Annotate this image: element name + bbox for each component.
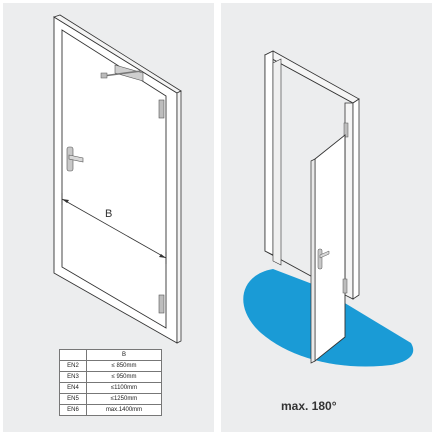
table-row: EN5 ≤1250mm [59, 393, 162, 405]
max-door-width: max.1400mm [86, 404, 162, 416]
max-door-width: ≤1250mm [86, 393, 162, 405]
table-row: EN4 ≤1100mm [59, 382, 162, 394]
open-door-illustration [243, 50, 414, 367]
width-dimension-label: B [105, 208, 113, 220]
door-frame-side [176, 90, 182, 344]
upper-hinge-icon [343, 122, 349, 138]
table-row: EN3 ≤ 950mm [59, 371, 162, 383]
closer-size-class: EN6 [59, 404, 87, 416]
table-header-b: B [86, 349, 162, 361]
table-row: EN2 ≤ 850mm [59, 360, 162, 372]
table-header-row: B [59, 349, 162, 361]
upper-hinge-icon [158, 99, 165, 119]
door-closer-icon [100, 64, 144, 82]
lower-hinge-icon [158, 294, 165, 314]
lever-handle-icon [317, 248, 330, 270]
open-door-leaf [310, 134, 346, 364]
max-door-width: ≤1100mm [86, 382, 162, 394]
max-door-width: ≤ 850mm [86, 360, 162, 372]
width-dimension [61, 193, 167, 264]
door-width-table: B EN2 ≤ 850mm EN3 ≤ 950mm EN4 ≤1100mm EN… [59, 349, 162, 416]
table-header-empty [59, 349, 87, 361]
max-door-width: ≤ 950mm [86, 371, 162, 383]
closed-door-illustration [53, 14, 182, 344]
open-door-panel: max. 180° [221, 3, 432, 432]
max-opening-angle-label: max. 180° [281, 399, 337, 413]
closer-size-class: EN2 [59, 360, 87, 372]
closer-size-class: EN3 [59, 371, 87, 383]
door-frame [264, 50, 360, 300]
lower-hinge-icon [342, 278, 348, 294]
lever-handle-icon [66, 146, 84, 172]
table-row: EN6 max.1400mm [59, 404, 162, 416]
closer-size-class: EN4 [59, 382, 87, 394]
closer-size-class: EN5 [59, 393, 87, 405]
closed-door-panel: B B EN2 ≤ 850mm EN3 ≤ 950mm EN4 ≤1100mm … [3, 3, 214, 432]
